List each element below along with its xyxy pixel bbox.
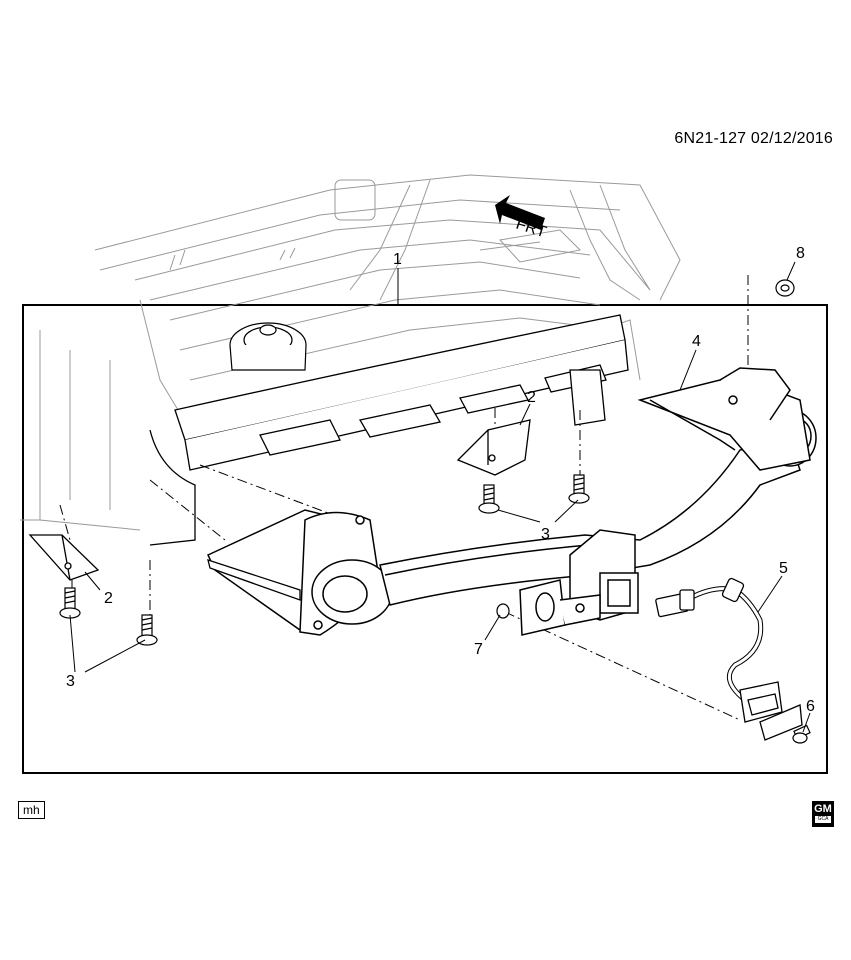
wiring-harness [655,577,803,741]
callout-7: 7 [474,641,483,658]
shock-tower [229,322,307,371]
frt-arrow-icon: FRT [495,195,549,241]
callout-4: 4 [692,333,701,350]
gm-logo-icon: GM GCA [812,801,834,827]
bolt-3-d [136,614,158,646]
bolt-3-b [568,474,590,504]
detail-frame [22,304,828,774]
bolt-3-a [478,484,500,514]
leader-lines [69,261,811,733]
callout-8: 8 [796,245,805,262]
bracket-2-right [456,419,531,476]
callout-6: 6 [806,698,815,715]
bolt-3-c [59,587,81,619]
rear-crossmember [149,314,629,546]
bolt-6 [792,724,811,744]
callout-3-left: 3 [66,673,75,690]
left-strut [207,559,301,601]
gm-logo-text: GM [814,803,832,815]
diagram-code: 6N21-127 02/12/2016 [674,130,833,147]
bracket-2-left [28,534,100,581]
illustrator-tag: mh [18,801,45,819]
callout-1: 1 [393,251,402,268]
gm-logo-sub: GCA [815,816,831,823]
callout-3-right: 3 [541,526,550,543]
nut-8 [775,279,795,297]
callout-2-right: 2 [527,389,536,406]
callout-2-left: 2 [104,590,113,607]
nut-7 [496,603,510,619]
callout-5: 5 [779,560,788,577]
trailer-hitch [207,367,817,636]
